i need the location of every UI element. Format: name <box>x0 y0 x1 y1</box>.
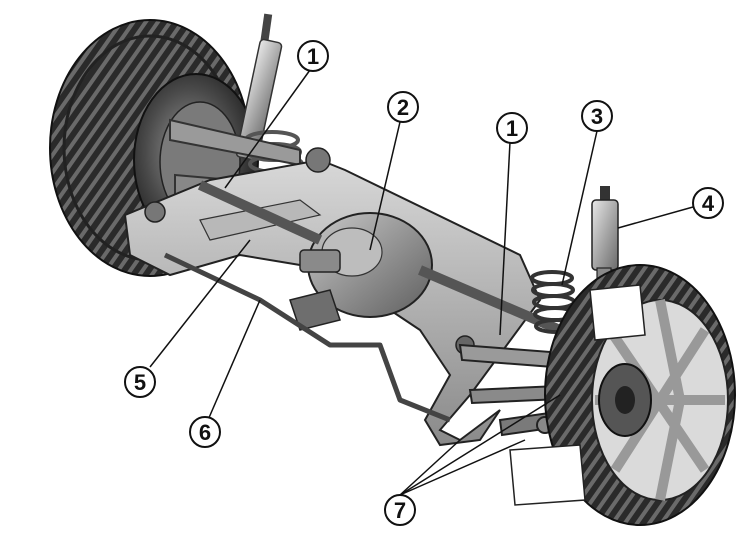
stabilizer-bar <box>163 252 451 423</box>
callout-label: 2 <box>397 95 409 120</box>
callout-7: 7 <box>384 494 416 526</box>
callout-3: 3 <box>581 100 613 132</box>
callout-5: 5 <box>124 366 156 398</box>
callout-label: 4 <box>702 191 715 216</box>
callout-4: 4 <box>692 187 724 219</box>
leader-lines <box>149 69 694 496</box>
callout-label: 6 <box>199 420 211 445</box>
rear-axle-differential <box>289 212 433 331</box>
callout-1-right: 1 <box>496 112 528 144</box>
callout-2: 2 <box>387 91 419 123</box>
rear-axle-carrier <box>123 147 542 447</box>
callout-label: 3 <box>591 104 603 129</box>
callout-6: 6 <box>189 416 221 448</box>
callout-1-left: 1 <box>297 40 329 72</box>
callout-label: 7 <box>394 498 406 523</box>
callout-label: 1 <box>506 116 518 141</box>
callout-label: 5 <box>134 370 146 395</box>
right-wheel <box>509 264 736 526</box>
drive-shafts <box>197 180 562 335</box>
callout-label: 1 <box>307 44 319 69</box>
